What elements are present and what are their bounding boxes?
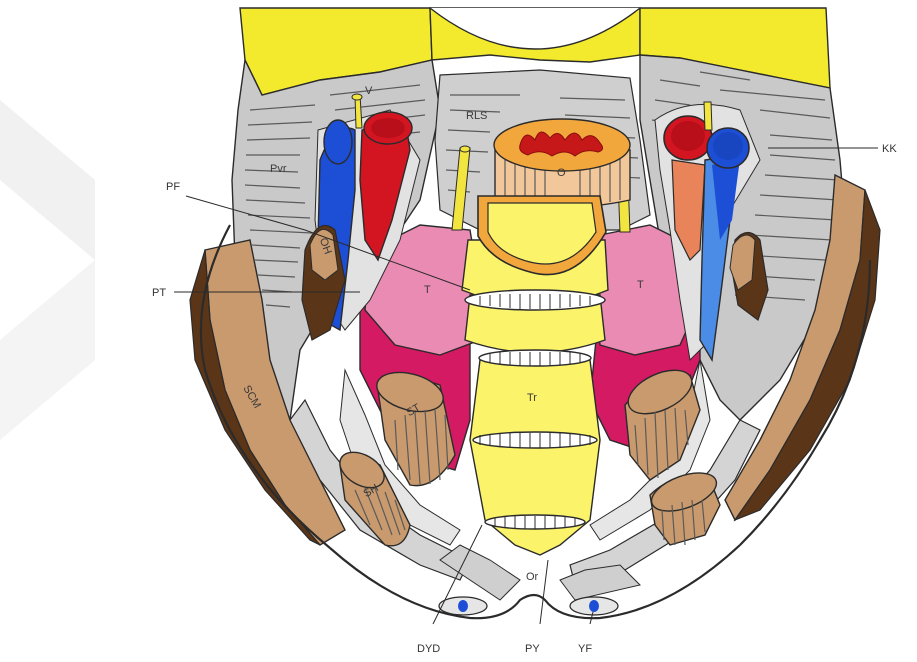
label-pt: PT (152, 287, 166, 299)
right-vagus-nerve (704, 102, 712, 130)
label-rls: RLS (466, 110, 487, 122)
right-anterior-jugular-vein (589, 600, 599, 612)
left-vagus-nerve-end (352, 94, 362, 100)
label-o: O (557, 167, 566, 179)
left-anterior-jugular-vein (458, 600, 468, 612)
label-t-left: T (424, 284, 431, 296)
trachea-ring-1 (465, 290, 605, 310)
right-jugular-vein-lumen (713, 132, 743, 160)
label-py: PY (525, 643, 540, 655)
left-jugular-vein-opening (324, 120, 352, 164)
label-t-right: T (637, 279, 644, 291)
watermark-chevron (0, 100, 95, 260)
label-pf: PF (166, 181, 180, 193)
left-carotid-lumen (371, 118, 405, 138)
label-kk: KK (882, 143, 897, 155)
label-dyd: DYD (417, 643, 440, 655)
label-v: V (365, 85, 373, 97)
label-tr: Tr (527, 392, 537, 404)
right-carotid-lumen (671, 121, 705, 151)
watermark-chevron-lower (0, 260, 95, 440)
label-yf: YF (578, 643, 592, 655)
trachea-ring-3 (473, 432, 597, 448)
trachea-ring-2 (479, 350, 591, 366)
left-rln-end (460, 146, 470, 152)
label-or: Or (526, 571, 539, 583)
label-pvr: Pvr (270, 163, 287, 175)
